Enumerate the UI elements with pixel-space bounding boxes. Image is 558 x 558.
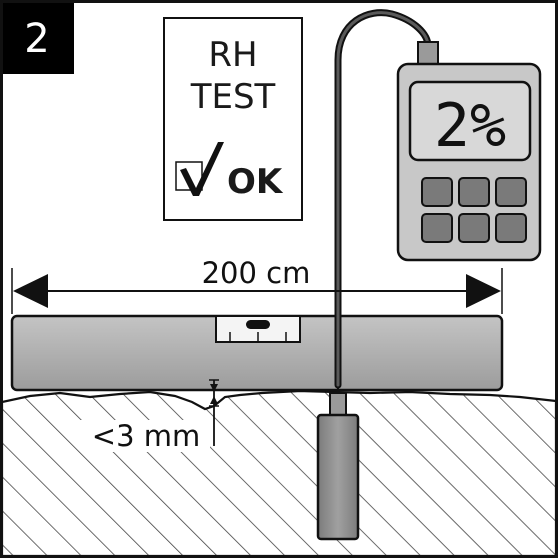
moisture-probe bbox=[316, 382, 360, 541]
meter-buttons bbox=[421, 177, 527, 243]
meter-button[interactable] bbox=[495, 213, 527, 243]
rh-test-card: RH TEST OK bbox=[163, 17, 303, 221]
meter-button[interactable] bbox=[458, 177, 490, 207]
meter-button[interactable] bbox=[458, 213, 490, 243]
card-title-line1: RH bbox=[208, 35, 257, 75]
arrow-left-icon bbox=[13, 274, 48, 308]
step-number: 2 bbox=[24, 16, 49, 62]
meter-reading: 2% bbox=[434, 91, 506, 161]
meter-button[interactable] bbox=[495, 177, 527, 207]
meter-button[interactable] bbox=[421, 177, 453, 207]
tolerance-label: <3 mm bbox=[92, 419, 200, 453]
card-status: OK bbox=[227, 162, 284, 202]
step-badge: 2 bbox=[2, 2, 74, 74]
straightedge bbox=[10, 314, 504, 392]
check-icon bbox=[180, 142, 224, 196]
card-title-line2: TEST bbox=[190, 77, 276, 117]
hygrometer: 2% bbox=[396, 41, 542, 262]
tolerance-dimension: <3 mm bbox=[80, 379, 219, 453]
length-dimension: 200 cm bbox=[11, 254, 503, 314]
arrow-right-icon bbox=[466, 274, 501, 308]
meter-button[interactable] bbox=[421, 213, 453, 243]
floor-section bbox=[2, 389, 556, 556]
length-label: 200 cm bbox=[202, 256, 311, 290]
